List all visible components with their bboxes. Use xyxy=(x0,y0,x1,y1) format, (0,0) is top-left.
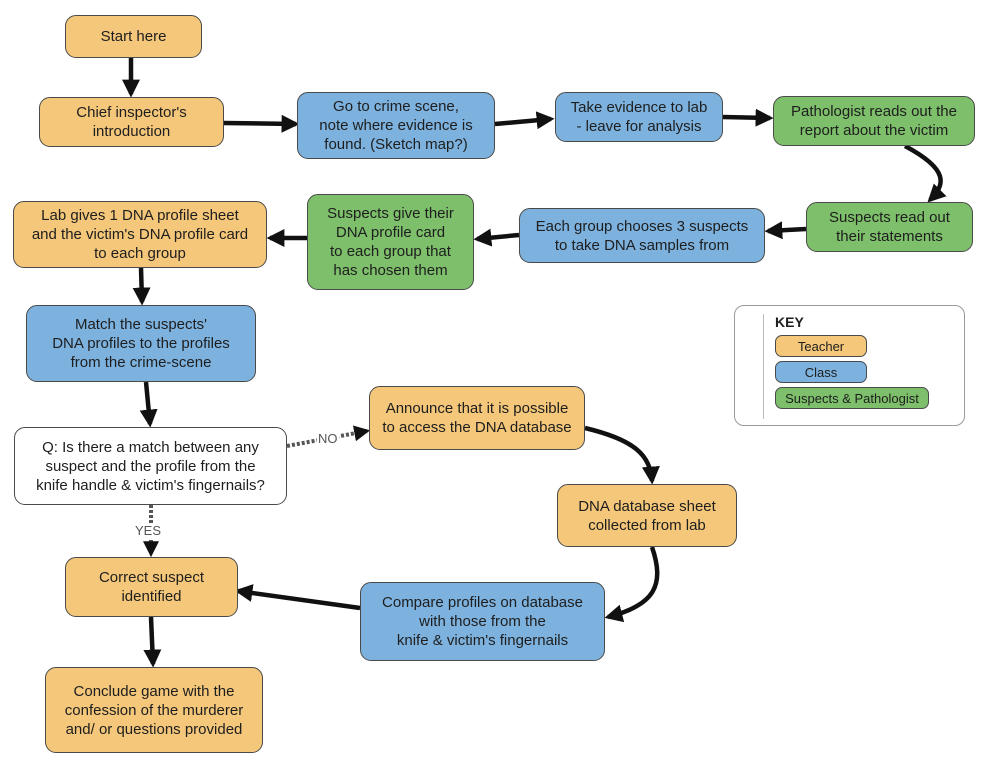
arrow-match-to-question xyxy=(139,381,158,428)
arrow-lab-to-pathologist xyxy=(722,108,774,127)
node-each-group-chooses: Each group chooses 3 suspects to take DN… xyxy=(519,208,765,263)
arrow-db-sheet-to-compare xyxy=(604,546,660,623)
arrow-pathologist-to-statements xyxy=(903,144,947,203)
node-question-match: Q: Is there a match between any suspect … xyxy=(14,427,287,505)
arrow-announce-to-db-sheet xyxy=(584,425,660,485)
key-item-suspects-pathologist: Suspects & Pathologist xyxy=(775,387,929,409)
node-take-evidence-to-lab: Take evidence to lab - leave for analysi… xyxy=(555,92,723,142)
arrow-statements-to-choose xyxy=(764,221,807,240)
key-divider xyxy=(763,314,764,419)
node-correct-suspect: Correct suspect identified xyxy=(65,557,238,617)
arrow-intro-to-crime-scene xyxy=(223,114,300,133)
node-chief-inspector-intro: Chief inspector's introduction xyxy=(39,97,224,147)
arrow-crime-scene-to-lab xyxy=(494,111,555,130)
key-legend: KEY Teacher Class Suspects & Pathologist xyxy=(734,305,965,426)
edge-label-no: NO xyxy=(317,431,339,446)
node-announce-database: Announce that it is possible to access t… xyxy=(369,386,585,450)
node-compare-profiles: Compare profiles on database with those … xyxy=(360,582,605,661)
arrow-lab-sheet-to-match xyxy=(132,267,151,306)
arrow-compare-to-correct xyxy=(234,584,361,611)
node-pathologist-report: Pathologist reads out the report about t… xyxy=(773,96,975,146)
node-match-profiles: Match the suspects' DNA profiles to the … xyxy=(26,305,256,382)
node-database-sheet: DNA database sheet collected from lab xyxy=(557,484,737,547)
key-item-class: Class xyxy=(775,361,867,383)
node-start-here: Start here xyxy=(65,15,202,58)
key-item-teacher: Teacher xyxy=(775,335,867,357)
arrow-choose-to-give xyxy=(473,228,520,247)
key-title: KEY xyxy=(775,314,804,330)
edge-label-yes: YES xyxy=(134,523,163,538)
node-suspects-statements: Suspects read out their statements xyxy=(806,202,973,252)
node-lab-gives-sheet: Lab gives 1 DNA profile sheet and the vi… xyxy=(13,201,267,268)
node-conclude-game: Conclude game with the confession of the… xyxy=(45,667,263,753)
arrow-correct-to-conclude xyxy=(143,616,162,668)
node-go-to-crime-scene: Go to crime scene, note where evidence i… xyxy=(297,92,495,159)
node-suspects-give-card: Suspects give their DNA profile card to … xyxy=(307,194,474,290)
